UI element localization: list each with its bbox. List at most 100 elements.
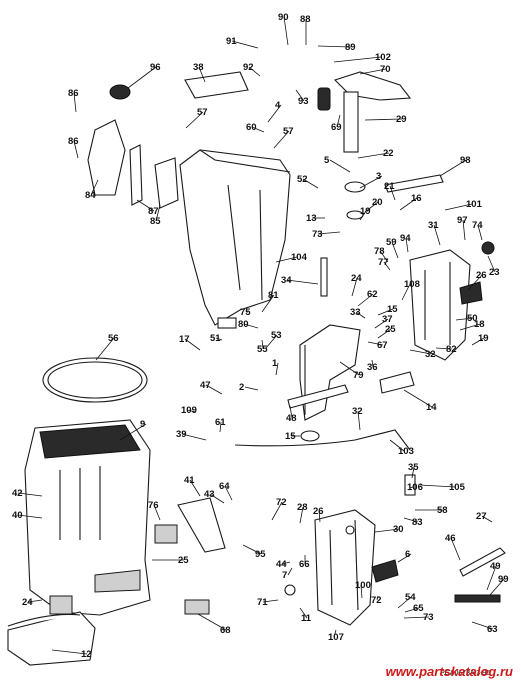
callout-number: 107 [328, 632, 344, 643]
plate-85-part [154, 157, 179, 209]
bushing-63-part [284, 584, 296, 596]
callout-number: 26 [476, 270, 487, 281]
callout-number: 56 [108, 333, 119, 344]
callout-number: 7 [282, 570, 287, 581]
callout-number: 84 [85, 190, 96, 201]
callout-number: 80 [238, 319, 249, 330]
callout-number: 81 [268, 290, 279, 301]
callout-number: 23 [489, 267, 500, 278]
callout-leader [383, 261, 391, 271]
callout-leader [51, 649, 88, 655]
callout-number: 26 [313, 506, 324, 517]
callout-number: 38 [193, 62, 204, 73]
callout-leader [405, 237, 409, 253]
callout-leader [367, 341, 384, 346]
callout-number: 36 [367, 362, 378, 373]
callout-number: 2 [239, 382, 244, 393]
callout-number: 49 [490, 561, 501, 572]
callout-leader [185, 111, 204, 129]
callout-number: 47 [200, 380, 211, 391]
callout-number: 86 [68, 136, 79, 147]
callout-number: 68 [220, 625, 231, 636]
callout-leader [409, 486, 414, 489]
callout-leader [403, 616, 430, 619]
exhaust-housing-outlet [217, 317, 237, 329]
callout-leader [186, 409, 197, 413]
callout-number: 27 [476, 511, 487, 522]
callout-number: 76 [148, 500, 159, 511]
callout-number: 91 [226, 36, 237, 47]
callout-number: 101 [466, 199, 483, 210]
callout-leader [351, 277, 358, 297]
callout-leader [283, 16, 289, 46]
callout-leader [357, 152, 390, 159]
callout-number: 25 [385, 324, 396, 335]
stern-bracket-left-ribs [329, 519, 359, 611]
gasket-87-part [129, 144, 143, 206]
callout-number: 95 [255, 549, 266, 560]
callout-leader [17, 514, 43, 519]
callout-leader [275, 256, 298, 263]
callout-leader [265, 334, 278, 349]
callout-number: 25 [178, 555, 189, 566]
callout-leader [486, 565, 497, 591]
callout-number: 29 [396, 114, 407, 125]
callout-number: 42 [12, 488, 23, 499]
callout-number: 71 [257, 597, 268, 608]
callout-number: 19 [478, 333, 489, 344]
watermark-text: www.partskatalog.ru [385, 664, 513, 679]
callout-leader [289, 405, 293, 419]
callout-leader [224, 485, 233, 501]
tilt-tube-part [287, 384, 349, 409]
callout-number: 89 [345, 42, 356, 53]
callout-number: 94 [400, 233, 411, 244]
callout-leader [376, 595, 379, 601]
callout-number: 67 [377, 340, 388, 351]
callout-leader [439, 159, 467, 177]
stern-bracket-right-part [409, 249, 471, 361]
part-drawings [7, 71, 506, 666]
callout-leader [281, 561, 291, 565]
callout-leader [389, 185, 396, 201]
callout-leader [286, 279, 319, 285]
callout-leader [455, 317, 474, 321]
callout-leader [359, 68, 387, 75]
callout-leader [391, 241, 399, 259]
callout-leader [333, 56, 382, 63]
callout-number: 15 [285, 431, 296, 442]
callout-leader [267, 104, 282, 123]
callout-leader [357, 410, 361, 431]
callout-number: 100 [355, 580, 371, 591]
callout-number: 98 [460, 155, 471, 166]
tab-24-part [371, 559, 399, 583]
callout-number: 70 [380, 64, 391, 75]
callout-leader [155, 204, 161, 222]
callout-leader [471, 337, 485, 346]
callout-number: 92 [243, 62, 254, 73]
callout-number: 46 [445, 533, 456, 544]
callout-number: 83 [412, 517, 423, 528]
callout-leader [205, 384, 223, 395]
callout-number: 39 [176, 429, 187, 440]
callout-leader [17, 492, 43, 497]
callout-leader [95, 337, 115, 361]
callout-leader [73, 92, 77, 113]
callout-leader [231, 40, 259, 49]
cylinder-109-part [379, 371, 415, 394]
callout-leader [336, 114, 341, 128]
callout-leader [127, 66, 157, 89]
callout-leader [329, 159, 351, 173]
callout-number: 64 [219, 481, 230, 492]
callout-number: 57 [283, 126, 294, 137]
drawing-reference-code: PCA0673A 3-95 [440, 670, 490, 677]
callout-number: 73 [312, 229, 323, 240]
callout-number: 86 [68, 88, 79, 99]
callout-number: 5 [324, 155, 330, 166]
cover-bracket [94, 569, 141, 593]
callout-leader [397, 553, 412, 563]
callout-number: 24 [351, 273, 362, 284]
pad-71-part [184, 599, 210, 615]
callout-number: 21 [384, 181, 395, 192]
callout-number: 96 [150, 62, 161, 73]
callout-leader [262, 599, 279, 603]
